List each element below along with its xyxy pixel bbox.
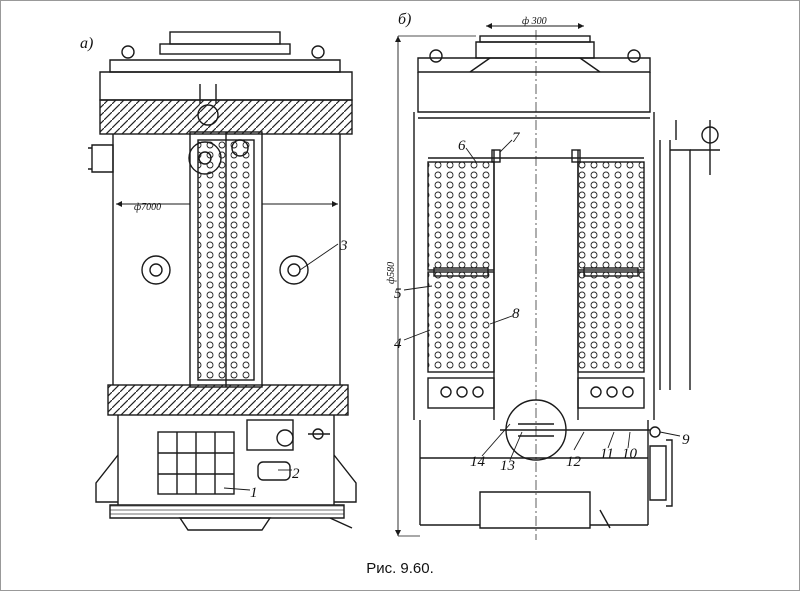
callout-8: 8 <box>512 306 520 322</box>
callout-14: 14 <box>470 454 486 470</box>
callout-1: 1 <box>250 485 258 501</box>
callout-4: 4 <box>394 336 402 352</box>
view-b-label: б) <box>398 11 411 28</box>
callout-7: 7 <box>512 130 521 146</box>
figure-caption: Рис. 9.60. <box>366 560 434 577</box>
view-a-diameter-label: ф7000 <box>134 202 161 213</box>
callout-2: 2 <box>292 466 300 482</box>
view-b-diameter-side: ф580 <box>386 262 397 284</box>
callout-10: 10 <box>622 446 638 462</box>
callout-13: 13 <box>500 458 515 474</box>
callout-11: 11 <box>600 446 614 462</box>
callout-5: 5 <box>394 286 402 302</box>
callout-3: 3 <box>339 238 348 254</box>
view-a-label: а) <box>80 35 93 52</box>
view-b-diameter-top: ф 300 <box>522 16 547 27</box>
view-b <box>395 23 720 540</box>
callout-6: 6 <box>458 138 466 154</box>
callout-12: 12 <box>566 454 582 470</box>
callout-9: 9 <box>682 432 690 448</box>
view-a <box>88 31 357 531</box>
